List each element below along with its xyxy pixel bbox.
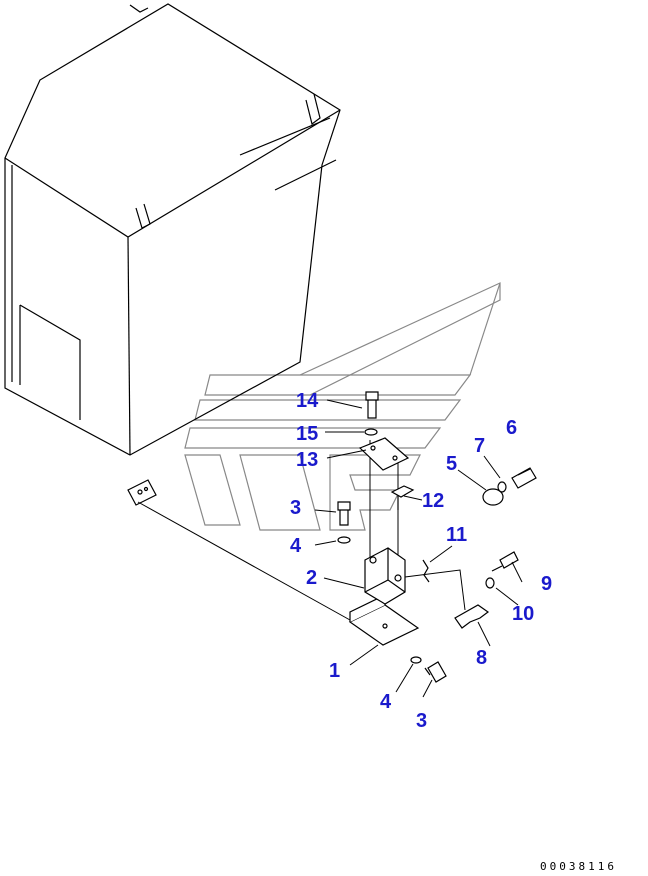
callout-5: 5 xyxy=(446,453,457,475)
callout-10: 10 xyxy=(512,603,534,625)
leader-lines xyxy=(314,399,523,698)
part-8-hook xyxy=(454,604,490,629)
callout-8: 8 xyxy=(476,647,487,669)
part-9-bolt xyxy=(491,551,519,572)
part-3-bolt-lower xyxy=(424,661,447,683)
part-15-washer xyxy=(364,428,378,436)
document-number: 00038116 xyxy=(540,860,617,873)
callout-12: 12 xyxy=(422,490,444,512)
callout-4-upper: 4 xyxy=(290,535,302,557)
callout-14: 14 xyxy=(296,390,319,412)
callout-9: 9 xyxy=(541,573,552,595)
part-6-bolt xyxy=(511,467,537,489)
part-3-bolt-upper xyxy=(337,501,351,526)
cabin-body xyxy=(4,3,341,456)
watermark-logo xyxy=(184,282,501,531)
callout-1: 1 xyxy=(329,660,340,682)
part-2-body xyxy=(364,547,406,605)
callout-labels: 14 15 13 3 4 2 1 4 3 12 5 7 6 11 9 10 8 xyxy=(290,390,552,732)
part-1-bracket xyxy=(348,594,420,646)
mounting-plate xyxy=(127,479,157,506)
callout-13: 13 xyxy=(296,449,318,471)
callout-3-lower: 3 xyxy=(416,710,427,732)
part-13-plate xyxy=(358,437,410,471)
part-5-knob xyxy=(404,488,504,611)
callout-3-upper: 3 xyxy=(290,497,301,519)
callout-15: 15 xyxy=(296,423,318,445)
part-10-washer xyxy=(485,577,495,589)
part-12-latch xyxy=(390,485,415,510)
callout-4-lower: 4 xyxy=(380,691,392,713)
assembly-line xyxy=(137,501,351,621)
callout-11: 11 xyxy=(446,524,467,546)
part-7-washer xyxy=(497,481,507,493)
part-4-washer-upper xyxy=(337,536,351,544)
callout-6: 6 xyxy=(506,417,517,439)
callout-7: 7 xyxy=(474,435,485,457)
part-11-pin xyxy=(422,559,430,583)
part-4-washer-lower xyxy=(410,656,422,664)
callout-2: 2 xyxy=(306,567,317,589)
part-14-bolt xyxy=(365,391,379,419)
